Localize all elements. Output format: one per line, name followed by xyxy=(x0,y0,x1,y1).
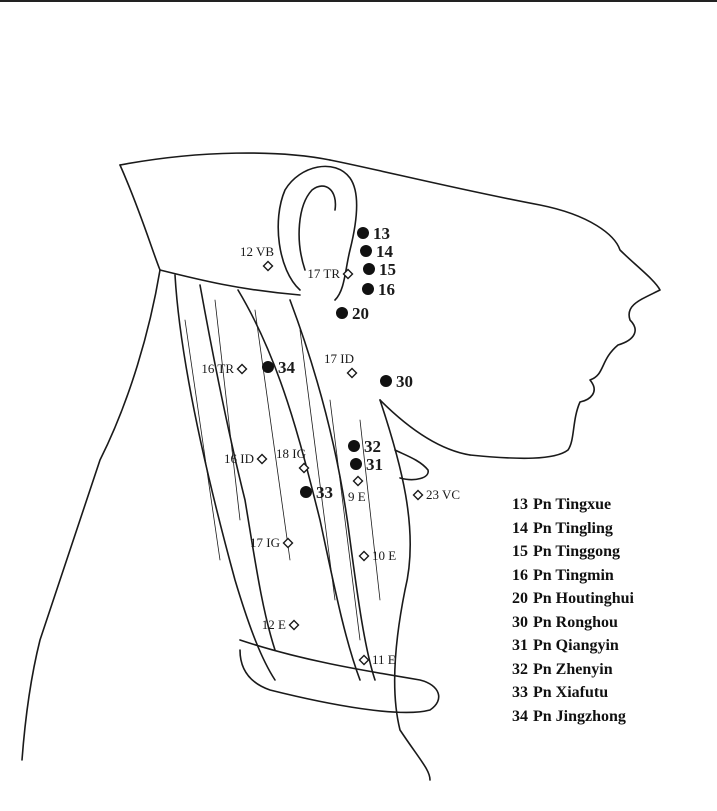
open-point-16-TR xyxy=(238,365,247,374)
legend-name: Pn Houtinghui xyxy=(533,590,634,607)
open-point-label-18-IG: 18 IG xyxy=(276,446,306,461)
legend-name: Pn Xiafutu xyxy=(533,684,608,701)
solid-point-15 xyxy=(363,263,375,275)
solid-point-33 xyxy=(300,486,312,498)
open-point-9-E xyxy=(354,477,363,486)
solid-point-13 xyxy=(357,227,369,239)
legend-number: 32 xyxy=(512,661,528,678)
open-point-12-E xyxy=(290,621,299,630)
solid-point-31 xyxy=(350,458,362,470)
legend-number: 33 xyxy=(512,684,528,701)
solid-point-label-32: 32 xyxy=(364,437,381,456)
hairline xyxy=(160,270,300,295)
solid-point-label-33: 33 xyxy=(316,483,333,502)
open-point-11-E xyxy=(360,656,369,665)
solid-point-label-34: 34 xyxy=(278,358,296,377)
muscle-fibers-5 xyxy=(330,400,360,640)
legend-name: Pn Tinggong xyxy=(533,543,620,560)
head-outline xyxy=(22,165,160,760)
legend-name: Pn Tingling xyxy=(533,520,613,537)
solid-point-label-16: 16 xyxy=(378,280,395,299)
legend-row: 15 Pn Tinggong xyxy=(512,543,712,567)
acupoint-legend: 13 Pn Tingxue 14 Pn Tingling 15 Pn Tinggong 16… xyxy=(512,496,712,731)
solid-point-16 xyxy=(362,283,374,295)
legend-name: Pn Zhenyin xyxy=(533,661,613,678)
open-acupoints: 12 VB 17 TR 17 ID 16 TR 18 IG 16 ID 9 E 23 VC 17… xyxy=(201,244,460,667)
legend-row: 32 Pn Zhenyin xyxy=(512,661,712,685)
muscle-fibers-1 xyxy=(215,300,240,520)
open-point-label-23-VC: 23 VC xyxy=(426,487,460,502)
legend-number: 13 xyxy=(512,496,528,513)
legend-number: 34 xyxy=(512,708,528,725)
open-point-17-IG xyxy=(284,539,293,548)
legend-name: Pn Qiangyin xyxy=(533,637,619,654)
solid-point-label-15: 15 xyxy=(379,260,396,279)
legend-number: 15 xyxy=(512,543,528,560)
solid-point-label-31: 31 xyxy=(366,455,383,474)
solid-point-label-13: 13 xyxy=(373,224,390,243)
open-point-23-VC xyxy=(414,491,423,500)
solid-point-20 xyxy=(336,307,348,319)
open-point-label-16-TR: 16 TR xyxy=(201,361,234,376)
solid-point-32 xyxy=(348,440,360,452)
jaw-line xyxy=(380,400,470,455)
open-point-label-17-TR: 17 TR xyxy=(307,266,340,281)
legend-row: 30 Pn Ronghou xyxy=(512,614,712,638)
legend-row: 13 Pn Tingxue xyxy=(512,496,712,520)
open-point-label-10-E: 10 E xyxy=(372,548,396,563)
open-point-label-17-IG: 17 IG xyxy=(250,535,280,550)
open-point-10-E xyxy=(360,552,369,561)
open-point-label-17-ID: 17 ID xyxy=(324,351,354,366)
clavicle xyxy=(240,640,439,712)
open-point-label-12-VB: 12 VB xyxy=(240,244,274,259)
legend-number: 14 xyxy=(512,520,528,537)
open-point-label-11-E: 11 E xyxy=(372,652,396,667)
legend-number: 31 xyxy=(512,637,528,654)
open-point-17-ID xyxy=(348,369,357,378)
legend-row: 34 Pn Jingzhong xyxy=(512,708,712,732)
solid-point-30 xyxy=(380,375,392,387)
open-point-label-9-E: 9 E xyxy=(348,489,366,504)
legend-row: 33 Pn Xiafutu xyxy=(512,684,712,708)
legend-row: 16 Pn Tingmin xyxy=(512,567,712,591)
solid-point-14 xyxy=(360,245,372,257)
open-point-12-VB xyxy=(264,262,273,271)
throat-line xyxy=(380,400,430,780)
solid-point-label-20: 20 xyxy=(352,304,369,323)
posterior-neck-edge xyxy=(175,275,275,680)
open-point-label-16-ID: 16 ID xyxy=(224,451,254,466)
skull-outline xyxy=(120,153,330,165)
muscle-fibers-4 xyxy=(185,320,220,560)
open-point-16-ID xyxy=(258,455,267,464)
legend-number: 30 xyxy=(512,614,528,631)
legend-name: Pn Jingzhong xyxy=(533,708,626,725)
solid-point-34 xyxy=(262,361,274,373)
face-profile xyxy=(330,160,660,458)
legend-row: 20 Pn Houtinghui xyxy=(512,590,712,614)
open-point-label-12-E: 12 E xyxy=(262,617,286,632)
legend-name: Pn Ronghou xyxy=(533,614,618,631)
legend-row: 14 Pn Tingling xyxy=(512,520,712,544)
solid-point-label-30: 30 xyxy=(396,372,413,391)
ear-inner xyxy=(299,186,335,270)
legend-number: 16 xyxy=(512,567,528,584)
muscle-fibers-2 xyxy=(255,310,290,560)
legend-number: 20 xyxy=(512,590,528,607)
legend-row: 31 Pn Qiangyin xyxy=(512,637,712,661)
legend-name: Pn Tingxue xyxy=(533,496,611,513)
legend-name: Pn Tingmin xyxy=(533,567,614,584)
solid-point-label-14: 14 xyxy=(376,242,394,261)
